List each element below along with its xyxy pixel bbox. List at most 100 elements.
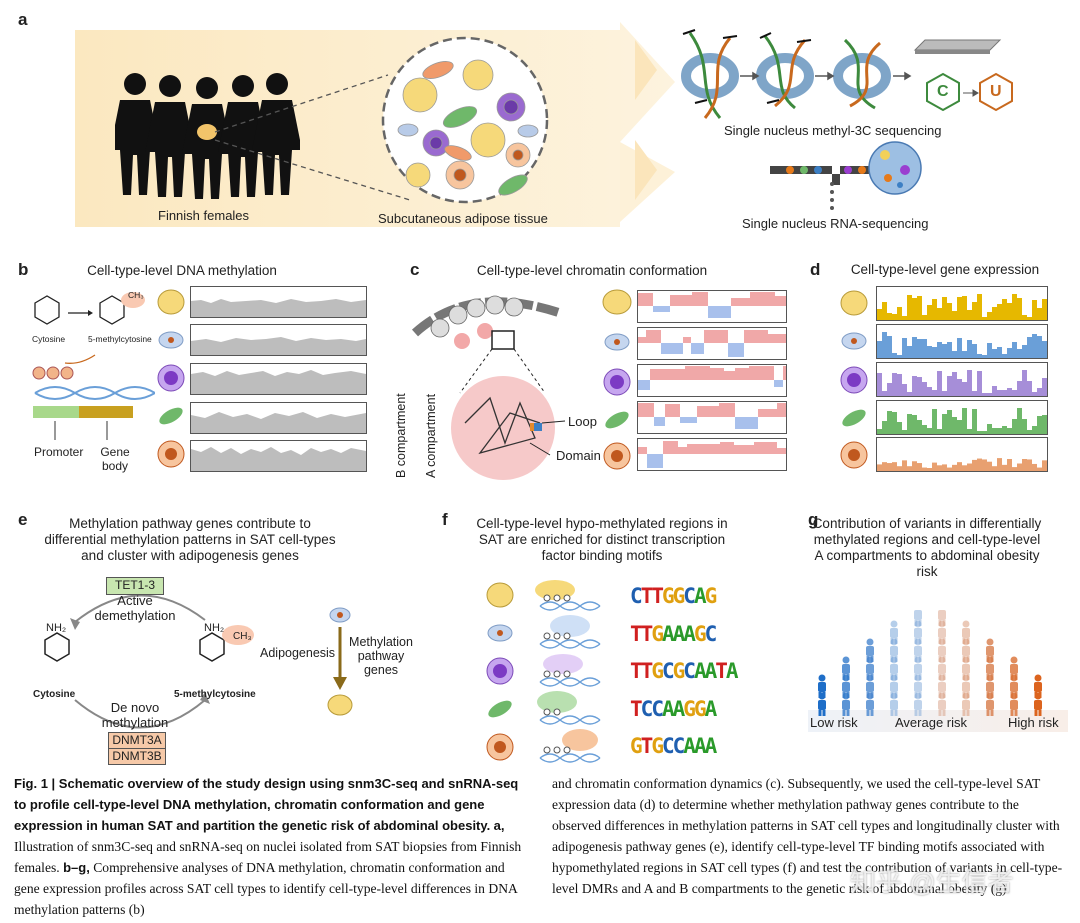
figure-caption-right: and chromatin conformation dynamics (c).…	[552, 776, 1063, 896]
risk-person	[986, 638, 994, 662]
chromatin-track-5	[637, 438, 787, 471]
rnaseq-illustration	[770, 141, 922, 210]
expression-bar	[1022, 419, 1027, 434]
methylation-track-1	[190, 286, 367, 318]
expression-bar	[907, 466, 912, 471]
chromatin-track-1	[637, 290, 787, 323]
expression-bar	[947, 376, 952, 396]
expression-bar	[942, 414, 947, 434]
expression-bar	[947, 303, 952, 320]
risk-person	[890, 656, 898, 680]
motif-letter: C	[683, 659, 696, 683]
a-compartment-label: A compartment	[424, 393, 438, 478]
motif-letter: T	[651, 584, 664, 608]
expression-bar	[977, 371, 982, 396]
expression-bar	[1037, 467, 1042, 471]
dnmt3a-box: DNMT3A	[108, 732, 166, 749]
watermark: 知乎 @生信者	[850, 867, 1014, 897]
expression-bar	[972, 459, 977, 471]
expression-bar	[997, 458, 1002, 471]
expression-bar	[882, 391, 887, 396]
expression-bar	[982, 317, 987, 320]
expression-bar	[877, 341, 882, 358]
expression-track-5	[876, 437, 1048, 472]
expression-bar	[892, 353, 897, 358]
expression-bar	[1012, 294, 1017, 320]
expression-bar	[897, 355, 902, 358]
expression-bar	[1042, 415, 1047, 434]
expression-bar	[882, 302, 887, 320]
average-risk-label: Average risk	[895, 715, 968, 730]
expression-bar	[982, 393, 987, 396]
methylation-track-3	[190, 363, 367, 395]
expression-bar	[987, 343, 992, 358]
motif-logo-5: GTGCCAAA	[630, 734, 718, 758]
expression-bar	[877, 429, 882, 434]
expression-bar	[962, 296, 967, 320]
dnmt3b-box: DNMT3B	[108, 748, 166, 765]
expression-bar	[1037, 336, 1042, 358]
expression-bar	[962, 408, 967, 434]
expression-bar	[962, 382, 967, 396]
risk-person	[962, 692, 970, 716]
expression-bar	[972, 344, 977, 358]
expression-bar	[907, 295, 912, 320]
panel-f-title: Cell-type-level hypo-methylated regions …	[476, 516, 728, 563]
motif-letter: G	[651, 622, 664, 646]
expression-bar	[1037, 416, 1042, 434]
expression-bar	[902, 384, 907, 396]
expression-bar	[1042, 341, 1047, 358]
motif-letter: A	[661, 622, 675, 646]
expression-bar	[1022, 345, 1027, 358]
risk-person	[938, 620, 946, 644]
chromatin-track-4	[637, 401, 787, 434]
motif-letter: T	[640, 584, 654, 608]
expression-bar	[992, 349, 997, 358]
expression-bar	[902, 430, 907, 434]
expression-bar	[922, 339, 927, 358]
ch3-label-b: CH₃	[128, 290, 144, 300]
panel-f-cell-icons	[486, 580, 601, 763]
expression-bar	[882, 332, 887, 358]
expression-bar	[992, 466, 997, 471]
motif-letter: G	[651, 659, 664, 683]
expression-bar	[902, 338, 907, 358]
finnish-females-icon	[115, 73, 300, 199]
motif-letter: A	[672, 697, 686, 721]
expression-track-2	[876, 324, 1048, 359]
expression-bar	[982, 459, 987, 471]
expression-bar	[1012, 390, 1017, 396]
expression-bar	[952, 311, 957, 320]
panel-d-label: d	[810, 260, 821, 279]
expression-bar	[912, 376, 917, 396]
expression-bar	[977, 294, 982, 320]
motif-logo-3: TTGCGCAATA	[630, 659, 739, 683]
expression-bar	[1027, 430, 1032, 434]
chromatin-illustration	[411, 295, 566, 480]
methylation-track-4	[190, 402, 367, 434]
risk-person	[962, 620, 970, 644]
expression-bar	[1032, 300, 1037, 320]
panel-b-cell-icons	[157, 289, 185, 468]
methyl-3c-illustration	[681, 29, 1013, 119]
motif-letter: G	[672, 659, 686, 683]
risk-person	[914, 656, 922, 680]
expression-bar	[947, 467, 952, 471]
expression-bar	[937, 342, 942, 358]
expression-bar	[972, 302, 977, 320]
adipose-caption: Subcutaneous adipose tissue	[378, 211, 548, 226]
motif-letter: A	[693, 734, 707, 758]
expression-track-1	[876, 286, 1048, 321]
motif-letter: A	[683, 734, 696, 758]
expression-bar	[977, 431, 982, 434]
adipose-tissue-icon	[381, 36, 549, 204]
motif-letter: A	[704, 734, 718, 758]
pathway-genes-label: Methylation pathway genes	[349, 635, 413, 677]
expression-bar	[1007, 303, 1012, 320]
expression-bar	[992, 428, 997, 434]
motif-letter: T	[640, 734, 654, 758]
motif-letter: C	[630, 584, 643, 608]
expression-bar	[877, 309, 882, 320]
risk-person	[914, 692, 922, 716]
expression-bar	[1027, 459, 1032, 471]
